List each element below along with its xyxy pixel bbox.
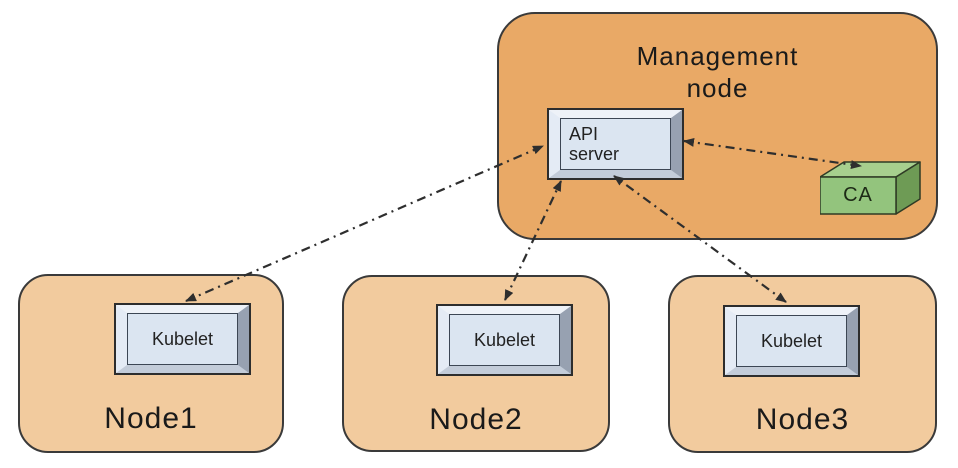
kubelet3-bevel: [725, 307, 858, 375]
kubelet1-label: Kubelet: [151, 329, 214, 349]
node1-label: Node1: [104, 402, 198, 435]
kubelet1-box: Kubelet: [114, 303, 251, 375]
ca-label: CA: [843, 184, 873, 206]
ca-box: CA: [819, 160, 921, 217]
api-server-face: API server: [560, 118, 671, 170]
kubelet2-bevel: [438, 306, 571, 374]
kubelet2-face: Kubelet: [449, 314, 560, 366]
api-server-box: API server: [547, 108, 684, 180]
api-server-label: API server: [569, 124, 620, 164]
node1-box: Kubelet Node1: [18, 274, 284, 453]
node3-label: Node3: [755, 403, 850, 436]
management-node-title: Management node: [636, 41, 799, 103]
kubelet3-label: Kubelet: [760, 331, 823, 351]
kubelet3-face: Kubelet: [736, 315, 847, 367]
node2-box: Kubelet Node2: [342, 275, 610, 452]
node2-label: Node2: [429, 403, 523, 436]
management-node-box: Management node API server CA: [497, 12, 938, 240]
kubelet2-label: Kubelet: [473, 330, 536, 350]
kubelet1-bevel: [116, 305, 249, 373]
node3-box: Kubelet Node3: [668, 275, 937, 453]
kubelet2-box: Kubelet: [436, 304, 573, 376]
kubelet1-face: Kubelet: [127, 313, 238, 365]
api-server-bevel: [549, 110, 682, 178]
kubelet3-box: Kubelet: [723, 305, 860, 377]
